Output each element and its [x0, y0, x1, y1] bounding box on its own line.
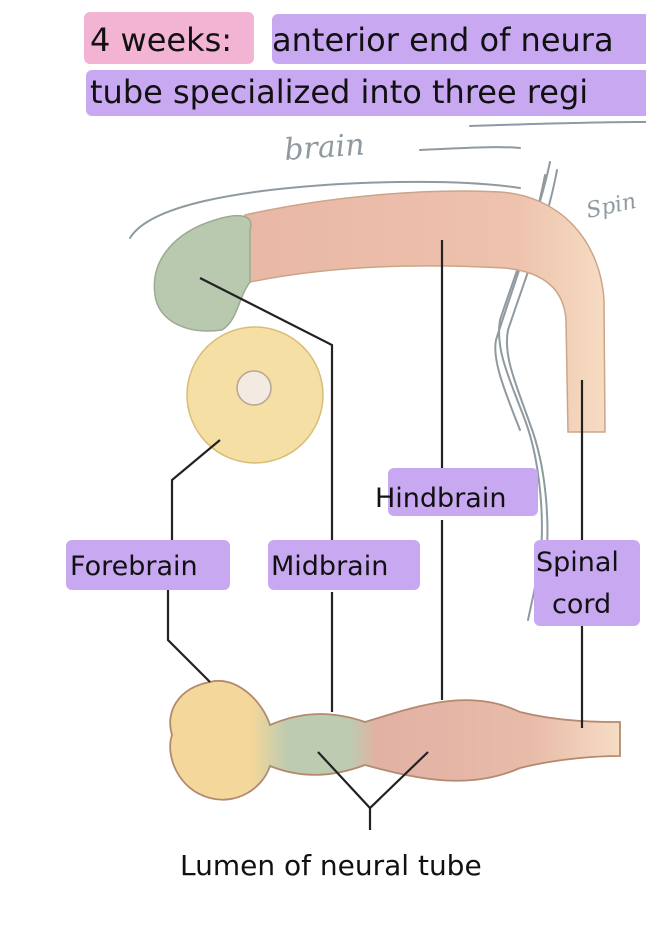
- spinal-cord-label-highlight: [534, 540, 640, 626]
- hindbrain-label: Hindbrain: [375, 483, 507, 514]
- spinal-cord-label-line1: Spinal: [536, 547, 619, 578]
- spinal-note-text: Spin: [584, 189, 638, 224]
- midbrain-leader-top: [199, 277, 334, 540]
- spinal-cord-label-line2: cord: [552, 589, 612, 620]
- lumen-lower: [169, 679, 621, 801]
- lumen-caption: Lumen of neural tube: [180, 849, 482, 882]
- heading-line2: tube specialized into three regi: [90, 73, 589, 111]
- brain-note-text: brain: [283, 127, 366, 168]
- heading-highlight-purple-2: [86, 70, 646, 116]
- midbrain-label-highlight: [268, 540, 420, 590]
- forebrain-leader-top: [170, 439, 221, 545]
- forebrain-label-highlight: [66, 540, 230, 590]
- leader-lines: [166, 240, 584, 830]
- heading-highlight-pink: [84, 12, 254, 64]
- midbrain-shape: [153, 214, 252, 332]
- optic-vesicle-shape: [236, 370, 272, 406]
- hindbrain-tube-shape: [244, 190, 606, 433]
- brain-bracket-line: [129, 180, 521, 239]
- heading-underline: [469, 121, 646, 127]
- brain-underline: [419, 146, 521, 151]
- lumen-shape: [169, 679, 621, 801]
- embryo-upper: [153, 190, 606, 464]
- hindbrain-label-highlight: [388, 468, 538, 516]
- heading-line1-prefix: 4 weeks:: [90, 21, 233, 59]
- forebrain-leader-bottom: [166, 586, 211, 683]
- midbrain-label: Midbrain: [271, 551, 389, 582]
- heading-highlight-purple-1: [272, 14, 646, 64]
- forebrain-label: Forebrain: [70, 551, 198, 582]
- heading-line1-rest: anterior end of neura: [272, 21, 614, 59]
